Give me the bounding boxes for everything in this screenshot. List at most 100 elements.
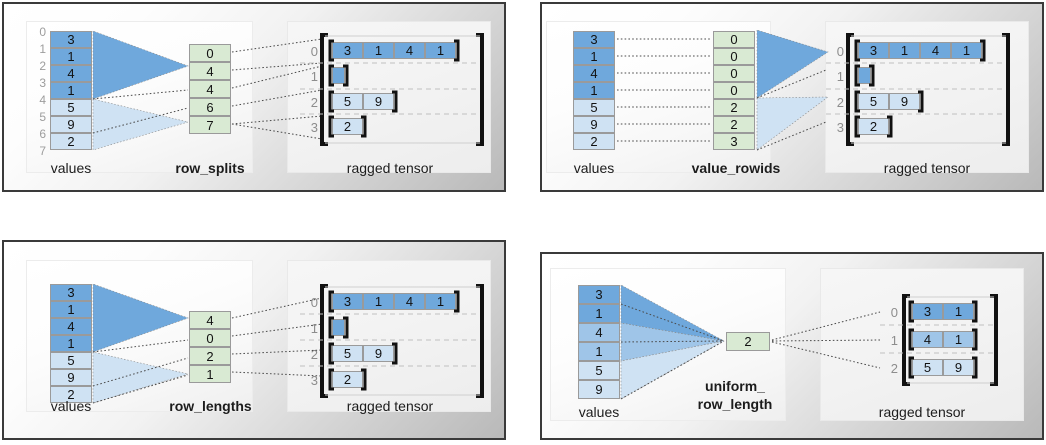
ragged-cell: 4 bbox=[394, 293, 425, 310]
values-cell: 1 bbox=[50, 82, 92, 99]
values-cell: 9 bbox=[573, 116, 615, 133]
values-cell: 9 bbox=[50, 116, 92, 133]
ragged-cell: 4 bbox=[394, 42, 425, 59]
value-rowids-cell: 3 bbox=[713, 133, 755, 150]
value-index-1: 1 bbox=[39, 42, 46, 56]
ragged-row-index: 1 bbox=[310, 69, 318, 84]
ragged-row-index: 3 bbox=[310, 373, 318, 388]
values-cell: 4 bbox=[573, 65, 615, 82]
ragged-row-index: 1 bbox=[890, 333, 898, 348]
value-rowids-cell: 0 bbox=[713, 31, 755, 48]
values-cell: 1 bbox=[573, 82, 615, 99]
ragged-cell-empty bbox=[332, 319, 345, 336]
ragged-row-index: 0 bbox=[310, 295, 318, 310]
ragged-cell: 1 bbox=[363, 42, 394, 59]
value-index-6: 6 bbox=[39, 127, 46, 141]
row-lengths-cell: 1 bbox=[189, 365, 231, 383]
encoding-label-value-rowids: value_rowids bbox=[691, 160, 781, 176]
values-cell: 2 bbox=[50, 386, 92, 403]
ragged-cell: 2 bbox=[332, 118, 363, 135]
values-cell: 1 bbox=[50, 301, 92, 318]
ragged-cell: 5 bbox=[858, 93, 889, 110]
values-cell: 3 bbox=[50, 284, 92, 301]
values-label: values bbox=[573, 160, 615, 176]
ragged-row-index: 0 bbox=[310, 44, 318, 59]
value-rowids-cell: 0 bbox=[713, 65, 755, 82]
values-cell: 1 bbox=[50, 48, 92, 65]
value-index-7: 7 bbox=[39, 144, 46, 158]
ragged-cell: 9 bbox=[363, 345, 394, 362]
ragged-row-index: 2 bbox=[310, 95, 318, 110]
values-cell: 1 bbox=[578, 342, 620, 361]
ragged-cell: 1 bbox=[425, 293, 456, 310]
value-index-3: 3 bbox=[39, 76, 46, 90]
value-rowids-cell: 2 bbox=[713, 99, 755, 116]
ragged-cell: 2 bbox=[332, 371, 363, 388]
ragged-cell-empty bbox=[332, 67, 345, 84]
ragged-cell: 1 bbox=[943, 331, 974, 348]
ragged-tensor-label: ragged tensor bbox=[878, 404, 966, 420]
row-lengths-cell: 2 bbox=[189, 347, 231, 365]
encoding-label-row-lengths: row_lengths bbox=[169, 398, 252, 414]
value-index-5: 5 bbox=[39, 110, 46, 124]
ragged-row-index: 2 bbox=[310, 347, 318, 362]
values-cell: 4 bbox=[578, 323, 620, 342]
values-cell: 3 bbox=[578, 285, 620, 304]
ragged-cell: 4 bbox=[912, 331, 943, 348]
values-cell: 2 bbox=[50, 133, 92, 150]
ragged-cell: 1 bbox=[943, 303, 974, 320]
ragged-cell: 3 bbox=[332, 42, 363, 59]
ragged-cell: 3 bbox=[912, 303, 943, 320]
ragged-cell: 1 bbox=[951, 42, 982, 59]
ragged-cell: 9 bbox=[363, 93, 394, 110]
values-cell: 3 bbox=[50, 31, 92, 48]
value-rowids-cell: 2 bbox=[713, 116, 755, 133]
uniform-row-length-cell: 2 bbox=[726, 332, 770, 351]
ragged-cell: 5 bbox=[912, 359, 943, 376]
row-lengths-tensor-panel bbox=[287, 260, 491, 412]
values-label: values bbox=[50, 398, 92, 414]
values-cell: 1 bbox=[578, 304, 620, 323]
ragged-cell: 5 bbox=[332, 93, 363, 110]
ragged-row-index: 2 bbox=[836, 95, 844, 110]
value-rowids-cell: 0 bbox=[713, 48, 755, 65]
ragged-cell-empty bbox=[858, 67, 871, 84]
values-cell: 5 bbox=[578, 361, 620, 380]
ragged-cell: 1 bbox=[425, 42, 456, 59]
values-cell: 9 bbox=[50, 369, 92, 386]
values-cell: 3 bbox=[573, 31, 615, 48]
ragged-row-index: 3 bbox=[836, 120, 844, 135]
value-index-0: 0 bbox=[39, 25, 46, 39]
ragged-tensor-label: ragged tensor bbox=[346, 398, 434, 414]
ragged-cell: 5 bbox=[332, 345, 363, 362]
value-index-2: 2 bbox=[39, 59, 46, 73]
ragged-row-index: 0 bbox=[890, 305, 898, 320]
row-splits-cell: 6 bbox=[189, 98, 231, 116]
ragged-cell: 9 bbox=[943, 359, 974, 376]
ragged-cell: 3 bbox=[332, 293, 363, 310]
values-cell: 2 bbox=[573, 133, 615, 150]
encoding-label-row-splits: row_splits bbox=[175, 160, 245, 176]
values-cell: 5 bbox=[50, 352, 92, 369]
encoding-label-uniform-line1: uniform_ bbox=[705, 378, 765, 394]
row-splits-cell: 4 bbox=[189, 62, 231, 80]
ragged-row-index: 3 bbox=[310, 120, 318, 135]
value-index-4: 4 bbox=[39, 93, 46, 107]
values-label: values bbox=[50, 160, 92, 176]
values-label: values bbox=[578, 404, 620, 420]
ragged-cell: 3 bbox=[858, 42, 889, 59]
ragged-row-index: 0 bbox=[836, 44, 844, 59]
values-cell: 4 bbox=[50, 65, 92, 82]
ragged-cell: 1 bbox=[889, 42, 920, 59]
values-cell: 1 bbox=[50, 335, 92, 352]
ragged-cell: 1 bbox=[363, 293, 394, 310]
row-splits-cell: 7 bbox=[189, 116, 231, 134]
values-cell: 5 bbox=[573, 99, 615, 116]
row-lengths-cell: 4 bbox=[189, 311, 231, 329]
values-cell: 4 bbox=[50, 318, 92, 335]
ragged-row-index: 1 bbox=[836, 69, 844, 84]
value-rowids-cell: 0 bbox=[713, 82, 755, 99]
ragged-cell: 4 bbox=[920, 42, 951, 59]
values-cell: 5 bbox=[50, 99, 92, 116]
values-cell: 9 bbox=[578, 380, 620, 399]
